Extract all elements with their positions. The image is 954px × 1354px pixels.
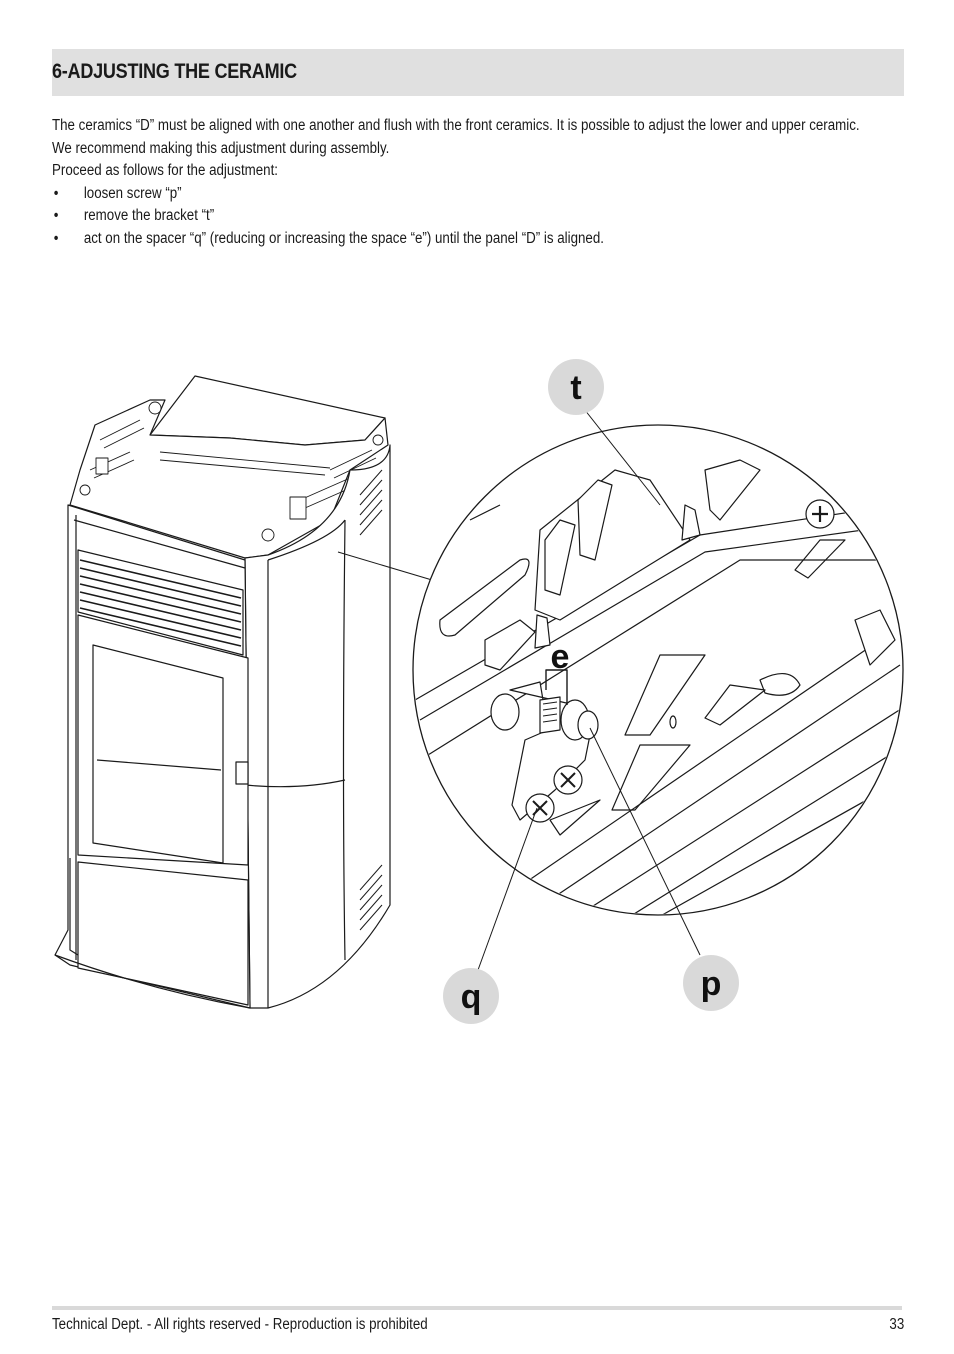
section-title: 6-ADJUSTING THE CERAMIC bbox=[52, 60, 297, 83]
magnified-detail bbox=[412, 424, 904, 916]
step-text: act on the spacer “q” (reducing or incre… bbox=[83, 229, 604, 247]
stove-ceramic-diagram: t q p e bbox=[54, 359, 904, 1024]
svg-text:q: q bbox=[461, 978, 482, 1016]
steps-list: • loosen screw “p” • remove the bracket “t… bbox=[52, 183, 903, 251]
svg-text:e: e bbox=[551, 638, 570, 676]
svg-text:p: p bbox=[701, 965, 722, 1003]
bullet-icon: • bbox=[53, 207, 59, 225]
section-header-bar bbox=[52, 49, 904, 96]
callout-p: p bbox=[683, 955, 739, 1011]
intro-text: The ceramics “D” must be aligned with on… bbox=[52, 115, 903, 251]
step-item: • remove the bracket “t” bbox=[52, 205, 903, 228]
svg-text:t: t bbox=[570, 369, 581, 407]
step-item: • act on the spacer “q” (reducing or incr… bbox=[52, 228, 903, 251]
footer-divider bbox=[52, 1306, 902, 1310]
step-text: loosen screw “p” bbox=[83, 184, 182, 202]
footer-text: Technical Dept. - All rights reserved - … bbox=[52, 1316, 428, 1333]
step-text: remove the bracket “t” bbox=[83, 207, 215, 225]
stove-illustration bbox=[54, 375, 391, 1009]
intro-paragraph: We recommend making this adjustment duri… bbox=[52, 139, 390, 157]
callout-q: q bbox=[443, 968, 499, 1024]
bullet-icon: • bbox=[53, 229, 59, 247]
bullet-icon: • bbox=[53, 184, 59, 202]
intro-paragraph: The ceramics “D” must be aligned with on… bbox=[52, 117, 860, 134]
callout-e: e bbox=[551, 638, 570, 676]
callout-t: t bbox=[548, 359, 604, 415]
step-item: • loosen screw “p” bbox=[52, 183, 903, 206]
intro-paragraph: Proceed as follows for the adjustment: bbox=[52, 162, 278, 180]
page-number: 33 bbox=[889, 1316, 904, 1333]
